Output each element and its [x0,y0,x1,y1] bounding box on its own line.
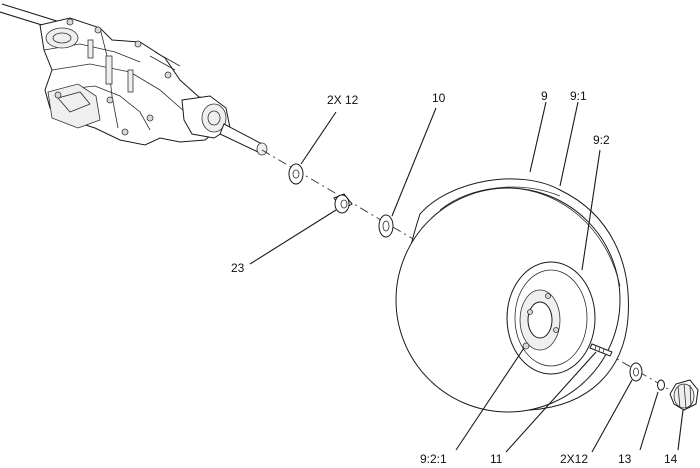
key [589,343,613,357]
hub-cap [669,379,699,411]
leader-lines [249,101,684,453]
rim-stud [522,342,530,350]
spacer-washer [378,214,394,238]
callout-retaining-ring: 13 [618,452,632,466]
bushing [333,193,353,214]
callout-hub-cap: 14 [664,452,678,466]
callout-wheel-rim: 9:2 [593,133,610,147]
tire-wheel-assembly [395,178,629,413]
callout-washer-lower: 2X12 [560,452,588,466]
callout-labels: 2X 12 10 9 9:1 9:2 23 9:2:1 11 2X12 13 1… [231,89,678,466]
callout-rim-stud: 9:2:1 [420,452,447,466]
callout-tire-valve: 9:1 [570,89,587,103]
washer-upper [288,163,304,185]
transaxle-assembly [0,3,268,156]
callout-washer-upper: 2X 12 [327,93,359,107]
callout-key: 11 [490,452,503,466]
callout-tire: 9 [541,89,548,103]
callout-spacer-washer: 10 [432,91,446,105]
washer-lower [629,362,643,382]
retaining-ring [657,379,665,391]
callout-bushing: 23 [231,261,245,275]
